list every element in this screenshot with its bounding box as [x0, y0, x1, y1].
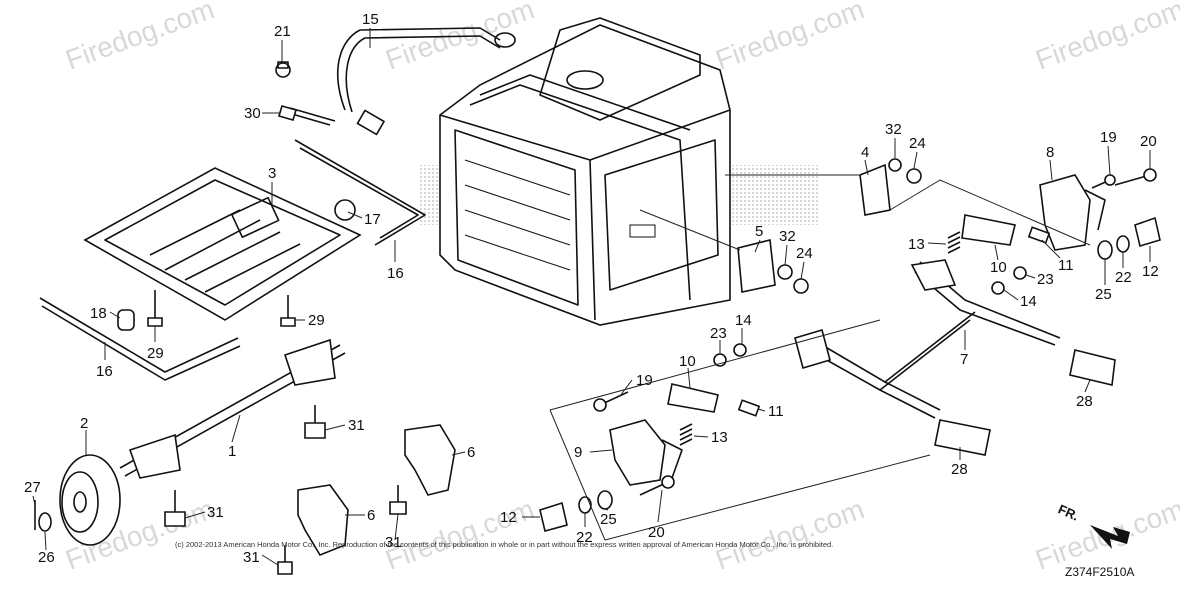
callout-4: 4	[861, 144, 869, 161]
direction-arrow-icon	[1090, 525, 1130, 549]
callout-24: 24	[909, 135, 926, 152]
callout-12: 12	[500, 509, 517, 526]
callout-20: 20	[1140, 133, 1157, 150]
watermark: Firedog.com	[1031, 0, 1180, 76]
callout-28: 28	[1076, 393, 1093, 410]
callout-31: 31	[243, 549, 260, 566]
callout-8: 8	[1046, 144, 1054, 161]
callout-30: 30	[244, 105, 261, 122]
callout-19: 19	[1100, 129, 1117, 146]
callout-32: 32	[779, 228, 796, 245]
callout-32: 32	[885, 121, 902, 138]
callout-10: 10	[990, 259, 1007, 276]
callout-1: 1	[228, 443, 236, 460]
callout-23: 23	[710, 325, 727, 342]
part-fasteners-left	[117, 290, 296, 331]
callout-17: 17	[364, 211, 381, 228]
callout-7: 7	[960, 351, 968, 368]
callout-14: 14	[1020, 293, 1037, 310]
callout-18: 18	[90, 305, 107, 322]
callout-16: 16	[96, 363, 113, 380]
callout-20: 20	[648, 524, 665, 541]
callout-31: 31	[348, 417, 365, 434]
part-handle-tube	[275, 27, 516, 136]
callout-21: 21	[274, 23, 291, 40]
callout-31: 31	[207, 504, 224, 521]
callout-11: 11	[1058, 257, 1074, 274]
callout-22: 22	[576, 529, 593, 546]
callout-15: 15	[362, 11, 379, 28]
callout-12: 12	[1142, 263, 1159, 280]
callout-25: 25	[600, 511, 617, 528]
callout-24: 24	[796, 245, 813, 262]
callout-29: 29	[147, 345, 164, 362]
callout-28: 28	[951, 461, 968, 478]
callout-11: 11	[768, 403, 784, 420]
callout-labels: 21 15 30 3 17 16 16 18 29 29 2 1 31 31 3…	[24, 11, 1159, 566]
copyright-notice: (c) 2002-2013 American Honda Motor Co., …	[175, 540, 834, 549]
diagram-code: Z374F2510A	[1065, 565, 1135, 579]
callout-13: 13	[908, 236, 925, 253]
part-foam-strips	[39, 139, 426, 381]
callout-22: 22	[1115, 269, 1132, 286]
callout-27: 27	[24, 479, 41, 496]
reference-lines	[549, 174, 1091, 541]
callout-14: 14	[735, 312, 752, 329]
callout-6: 6	[367, 507, 375, 524]
watermark: Firedog.com	[61, 0, 218, 76]
callout-29: 29	[308, 312, 325, 329]
callout-16: 16	[387, 265, 404, 282]
callout-31: 31	[385, 534, 402, 551]
callout-10: 10	[679, 353, 696, 370]
callout-23: 23	[1037, 271, 1054, 288]
callout-19: 19	[636, 372, 653, 389]
part-base-plate	[83, 167, 362, 321]
callout-25: 25	[1095, 286, 1112, 303]
part-throttle-brackets	[539, 168, 1161, 532]
part-axle-wheel	[34, 338, 346, 546]
callout-2: 2	[80, 415, 88, 432]
callout-leaders	[32, 28, 1151, 566]
callout-5: 5	[755, 223, 763, 240]
watermark: Firedog.com	[711, 0, 868, 76]
part-feet	[277, 424, 456, 575]
callout-13: 13	[711, 429, 728, 446]
callout-6: 6	[467, 444, 475, 461]
callout-9: 9	[574, 444, 582, 461]
callout-26: 26	[38, 549, 55, 566]
part-handle-assembly	[794, 259, 1116, 456]
callout-3: 3	[268, 165, 276, 182]
